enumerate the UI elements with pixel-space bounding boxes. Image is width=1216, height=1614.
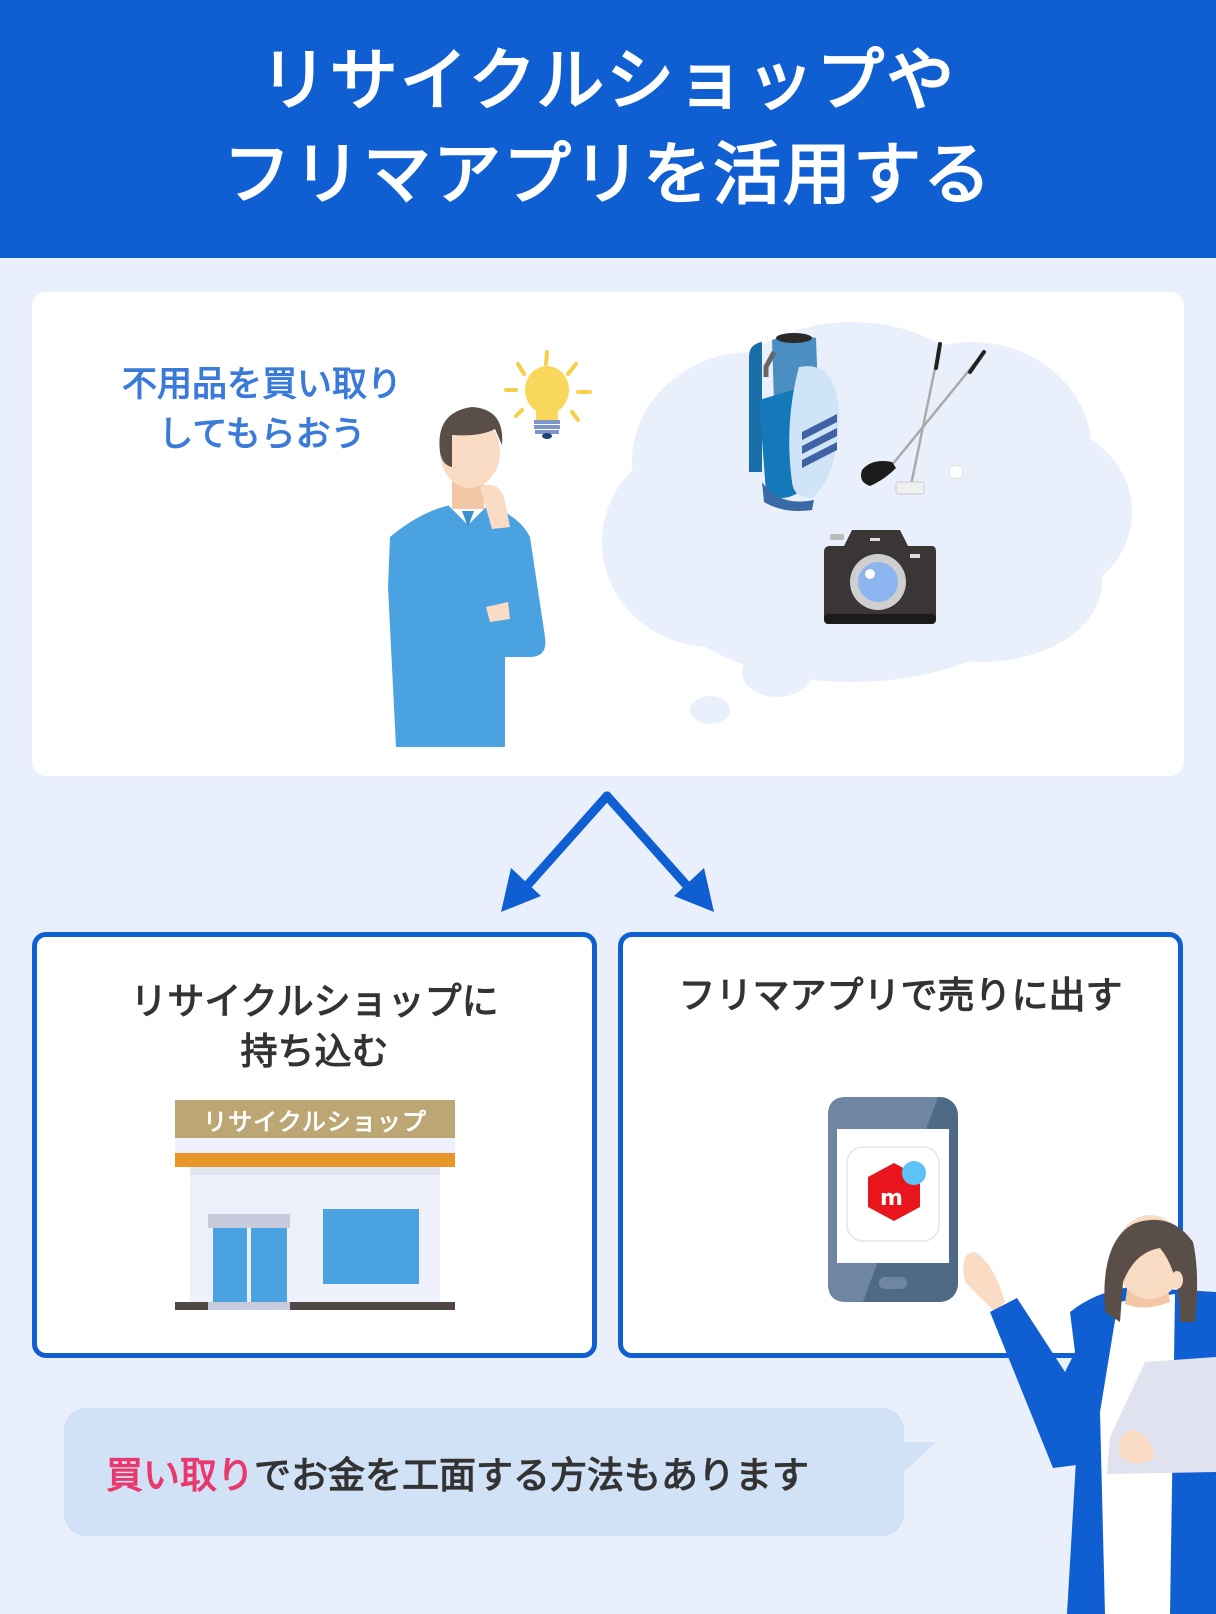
option-flea-market-title: フリマアプリで売りに出す bbox=[623, 971, 1178, 1021]
smartphone-app-icon: m bbox=[828, 1097, 958, 1302]
page-title-line-1: リサイクルショップや bbox=[259, 42, 957, 121]
option-title-line-1: フリマアプリで売りに出す bbox=[678, 974, 1123, 1017]
option-recycle-shop-title: リサイクルショップに 持ち込む bbox=[37, 977, 592, 1077]
thinking-man-illustration bbox=[388, 407, 546, 747]
store-icon: リサイクルショップ bbox=[175, 1100, 455, 1310]
thought-caption-line-2: してもらおう bbox=[158, 415, 366, 455]
footer-text: でお金を工面する方法もあります bbox=[254, 1454, 809, 1497]
store-sign-text: リサイクルショップ bbox=[203, 1107, 427, 1136]
option-title-line-1: リサイクルショップに bbox=[130, 980, 499, 1023]
speech-bubble-tail bbox=[900, 1442, 936, 1476]
page-title-line-2: フリマアプリを活用する bbox=[222, 136, 993, 215]
presenting-woman-illustration bbox=[963, 1215, 1216, 1614]
option-flea-market-app: フリマアプリで売りに出す m bbox=[618, 932, 1183, 1358]
page-header: リサイクルショップや フリマアプリを活用する bbox=[0, 0, 1216, 258]
camera-icon bbox=[824, 530, 936, 624]
option-recycle-shop: リサイクルショップに 持ち込む リサイクルショップ bbox=[32, 932, 597, 1358]
lightbulb-icon bbox=[504, 350, 592, 439]
golf-clubs-icon bbox=[861, 342, 986, 495]
golf-bag-icon bbox=[749, 333, 839, 511]
option-title-line-2: 持ち込む bbox=[240, 1030, 389, 1073]
branch-arrows-icon bbox=[501, 791, 714, 912]
thought-caption-line-1: 不用品を買い取り bbox=[121, 365, 402, 405]
footer-highlight: 買い取り bbox=[106, 1454, 254, 1497]
svg-text:m: m bbox=[880, 1186, 903, 1211]
footer-speech-bubble: 買い取りでお金を工面する方法もあります bbox=[64, 1408, 904, 1536]
thought-caption: 不用品を買い取り してもらおう bbox=[92, 360, 432, 460]
top-illustration-panel: 不用品を買い取り してもらおう bbox=[32, 292, 1184, 776]
